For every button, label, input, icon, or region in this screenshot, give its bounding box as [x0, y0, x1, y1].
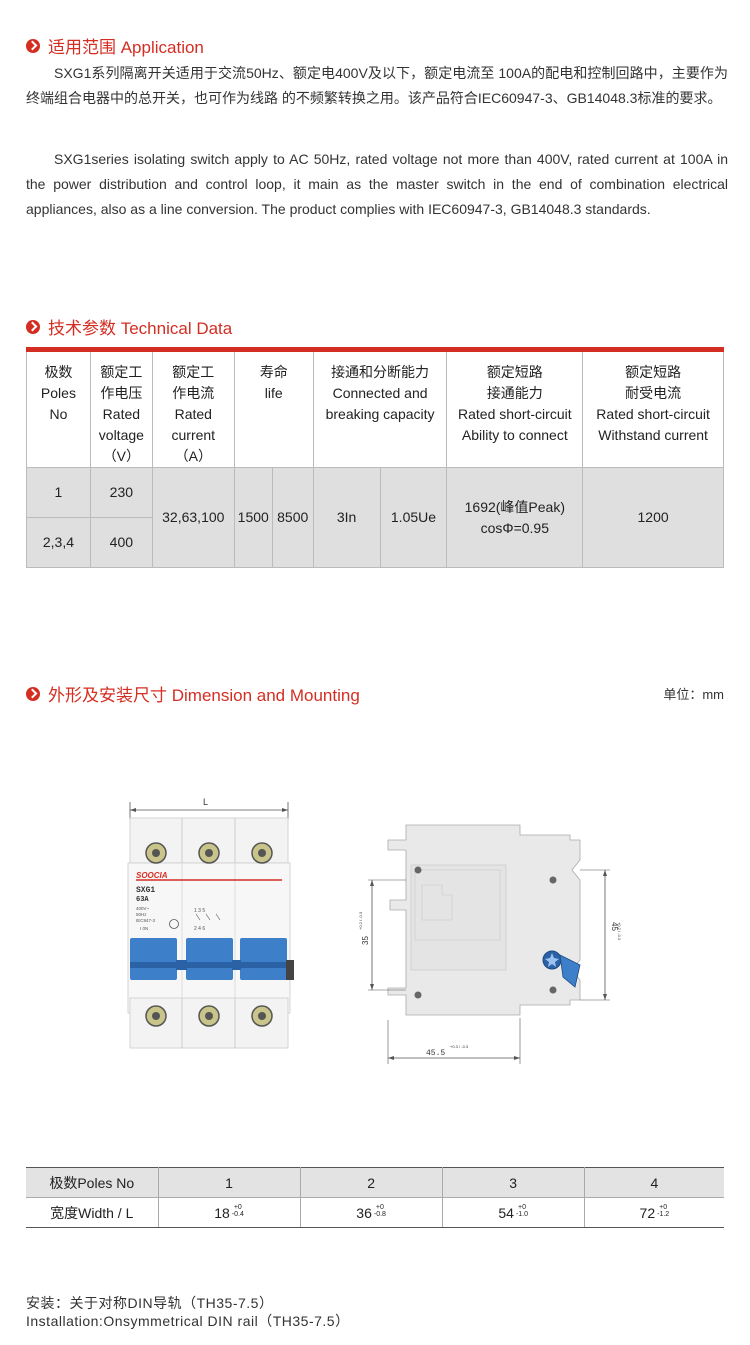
- table-row: 2,3,4 400: [26, 517, 724, 568]
- dimension-heading-text: 外形及安装尺寸 Dimension and Mounting: [48, 686, 360, 705]
- terminal-bottom-label: 2 4 6: [194, 926, 205, 932]
- table-row: 极数Poles No 1 2 3 4: [26, 1167, 724, 1198]
- dim-l-label: L: [203, 797, 208, 807]
- technical-heading-text: 技术参数 Technical Data: [48, 319, 233, 338]
- cell-breaking-b: 1.05Ue: [379, 467, 448, 568]
- application-en-text: SXG1series isolating switch apply to AC …: [26, 151, 728, 217]
- cell-life-a: 1500: [233, 467, 273, 568]
- toggle-handle-icon: [130, 938, 177, 980]
- table-row: 宽度Width / L 18+0-0.4 36+0-0.8 54+0-1.0 7…: [26, 1197, 724, 1228]
- screw-icon: [145, 1005, 167, 1027]
- knob-icon: [542, 950, 562, 970]
- breaker-front-view: L SOOCIA SXG1 63A 400V~ 50Hz: [127, 797, 294, 1049]
- screw-icon: [251, 842, 273, 864]
- dimension-heading: 外形及安装尺寸 Dimension and Mounting: [26, 681, 360, 706]
- toggle-handle-icon: [186, 938, 233, 980]
- dim-35-label: 35: [361, 936, 370, 945]
- unit-label: 单位：mm: [663, 687, 724, 702]
- cell-breaking-a: 3In: [312, 467, 381, 568]
- certification-icon: [169, 919, 179, 929]
- table-row: 1 230 32,63,100 1500 8500 3In 1.05Ue 169…: [26, 467, 724, 568]
- cell-width-4: 72+0-1.2: [584, 1197, 724, 1228]
- handle-lever-icon: [559, 954, 581, 988]
- cell-short-connect: 1692(峰值Peak) cosΦ=0.95: [446, 467, 584, 568]
- cell-poles: 2,3,4: [26, 517, 91, 568]
- rating-label: 63A: [136, 896, 149, 904]
- chevron-bullet-icon: [26, 38, 40, 53]
- dim-45-label: 45: [610, 922, 619, 931]
- toggle-handle-icon: [240, 938, 287, 980]
- cell-poles: 1: [26, 467, 91, 518]
- installation-cn: 安装：关于对称DIN导轨（TH35-7.5）: [26, 1295, 274, 1311]
- terminal-top-label: 1 3 5: [194, 908, 205, 914]
- screw-icon: [198, 1005, 220, 1027]
- cell-width-2: 36+0-0.8: [300, 1197, 443, 1228]
- dimension-diagrams: L SOOCIA SXG1 63A 400V~ 50Hz: [127, 797, 622, 1064]
- cell-life-b: 8500: [271, 467, 314, 568]
- screw-icon: [198, 842, 220, 864]
- cell-poles-label: 极数Poles No: [26, 1167, 159, 1198]
- cell-pole-3: 3: [442, 1167, 585, 1198]
- cell-voltage: 230: [89, 467, 153, 518]
- dim-455-tolerance: +0.3 / -0.3: [450, 1044, 469, 1049]
- brand-label: SOOCIA: [136, 871, 168, 880]
- small-print-3: IEC947-3: [136, 918, 156, 923]
- chevron-bullet-icon: [26, 686, 40, 701]
- small-print-2: 50Hz: [136, 912, 147, 917]
- cell-current: 32,63,100: [151, 467, 235, 568]
- dim-45-tolerance: +0.2 / -0.3: [617, 922, 622, 941]
- cell-withstand: 1200: [582, 467, 724, 568]
- width-table: 极数Poles No 1 2 3 4 宽度Width / L 18+0-0.4 …: [26, 1167, 724, 1228]
- application-heading-text: 适用范围 Application: [48, 38, 204, 57]
- small-print-4: I 0N: [140, 926, 148, 931]
- chevron-bullet-icon: [26, 319, 40, 334]
- cell-width-label: 宽度Width / L: [26, 1197, 159, 1228]
- application-heading: 适用范围 Application: [26, 33, 204, 58]
- technical-heading: 技术参数 Technical Data: [26, 314, 232, 339]
- small-print-1: 400V~: [136, 906, 150, 911]
- breaker-side-view: 35 +0.2 / -0.3 45 +0.2 / -0.3 45.5 +0.3 …: [358, 824, 622, 1064]
- screw-icon: [251, 1005, 273, 1027]
- dim-455-label: 45.5: [426, 1049, 445, 1058]
- cell-pole-2: 2: [300, 1167, 443, 1198]
- cell-pole-4: 4: [584, 1167, 724, 1198]
- cell-voltage: 400: [89, 517, 153, 568]
- installation-en: Installation:Onsymmetrical DIN rail（TH35…: [26, 1313, 350, 1329]
- model-label: SXG1: [136, 886, 155, 895]
- cell-width-1: 18+0-0.4: [158, 1197, 301, 1228]
- application-cn-text: SXG1系列隔离开关适用于交流50Hz、额定电400V及以下，额定电流至 100…: [26, 65, 728, 106]
- screw-icon: [145, 842, 167, 864]
- cell-width-3: 54+0-1.0: [442, 1197, 585, 1228]
- dim-35-tolerance: +0.2 / -0.3: [358, 911, 363, 930]
- cell-pole-1: 1: [158, 1167, 301, 1198]
